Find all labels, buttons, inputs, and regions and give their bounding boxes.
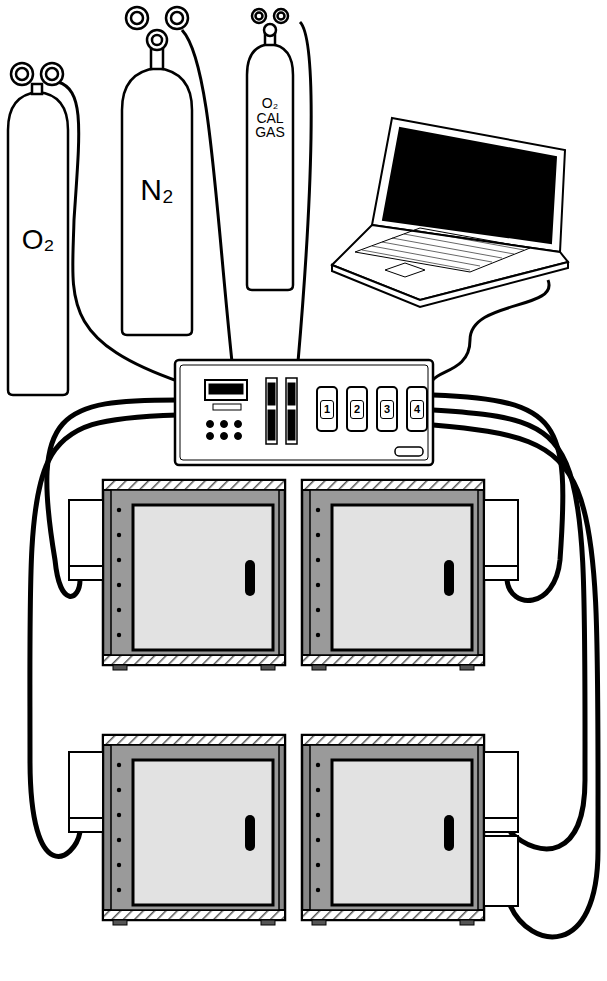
channel-number: 1 — [320, 400, 334, 419]
gas-cylinder: O₂ — [10, 140, 66, 340]
channel-number: 2 — [350, 400, 364, 419]
gas-label: N₂ — [140, 175, 173, 205]
gas-label: O₂ — [22, 226, 55, 254]
gas-cylinder: O₂ CAL GAS — [249, 78, 291, 158]
channel-module: 2 — [346, 386, 368, 432]
channel-module: 3 — [376, 386, 398, 432]
channel-number: 3 — [380, 400, 394, 419]
gas-cylinder: N₂ — [124, 110, 190, 270]
channel-module: 1 — [316, 386, 338, 432]
gas-label: O₂ CAL GAS — [253, 96, 287, 140]
channel-module: 4 — [406, 386, 428, 432]
channel-number: 4 — [410, 400, 424, 419]
